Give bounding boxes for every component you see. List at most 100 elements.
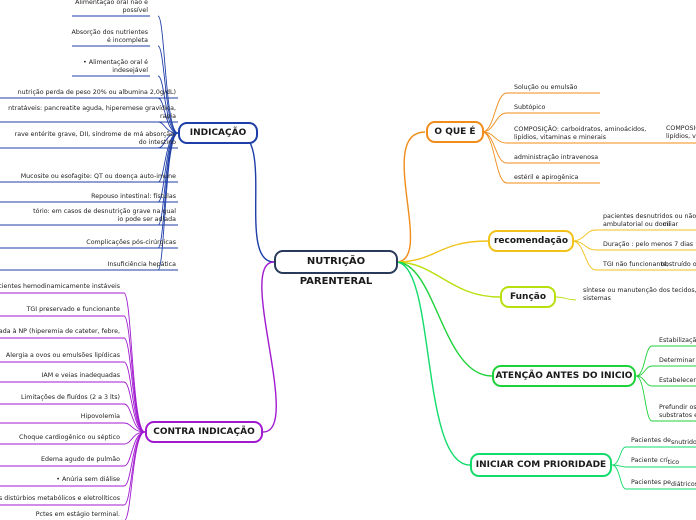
indicacao-leaf[interactable]: Insuficiência hepática <box>108 261 177 269</box>
oque-leaf[interactable]: administração intravenosa <box>514 154 598 162</box>
oque-sub-leaf[interactable]: COMPOSIÇlipídios, vit <box>666 125 696 141</box>
indicacao-leaf[interactable]: Complicações pós-cirúrgicas <box>86 239 176 247</box>
leaf-line: Mucosite ou esofagite: QT ou doença auto… <box>20 173 176 180</box>
leaf-line: do intestino <box>138 139 176 146</box>
leaf-line: possível <box>122 7 148 14</box>
oque-leaf[interactable]: estéril e apirogênica <box>514 174 578 182</box>
leaf-line: Insuficiência hepática <box>107 261 177 268</box>
prioridade-node[interactable]: INICIAR COM PRIORIDADE <box>470 453 612 477</box>
leaf-connector <box>123 315 146 433</box>
indicacao-leaf[interactable]: Repouso intestinal: fístulas <box>91 193 176 201</box>
leaf-line: Complicações pós-cirúrgicas <box>86 239 176 246</box>
leaf-line: Duração : pelo menos 7 dias <box>603 241 694 248</box>
leaf-line: • Alimentação oral é <box>83 59 148 66</box>
indicacao-leaf[interactable]: ntratáveis: pancreatite aguda, hiperemes… <box>8 105 176 121</box>
funcao-node[interactable]: Função <box>500 286 556 308</box>
oque-leaf[interactable]: COMPOSIÇÃO: carboidratos, aminoácidos,li… <box>514 126 646 142</box>
recomendacao-leaf[interactable]: pacientes desnutridos ou não, emambulato… <box>603 213 696 229</box>
leaf-line: • Anúria sem diálise <box>56 476 120 483</box>
contra-leaf[interactable]: ada à NP (hiperemia de cateter, febre, <box>0 328 120 336</box>
leaf-line: Edema agudo de pulmão <box>41 456 120 463</box>
recomendacao-overlap[interactable]: ciliar <box>663 221 678 229</box>
indicacao-node[interactable]: INDICAÇÃO <box>178 122 258 144</box>
leaf-connector <box>555 296 577 301</box>
leaf-connector <box>157 45 179 134</box>
leaf-line: ntratáveis: pancreatite aguda, hiperemes… <box>8 105 176 112</box>
prioridade-leaf[interactable]: Pacientes pediátricos <box>631 479 696 488</box>
contra-leaf[interactable]: acientes hemodinamicamente instáveis <box>0 283 120 291</box>
atencao-node[interactable]: ATENÇÃO ANTES DO INICIO <box>492 365 636 387</box>
indicacao-leaf[interactable]: nutrição perda de peso 20% ou albumina 2… <box>18 89 176 97</box>
leaf-connector <box>571 229 597 242</box>
leaf-connector <box>635 375 653 422</box>
leaf-line: IAM e veias inadequadas <box>41 372 120 379</box>
contra-leaf[interactable]: IAM e veias inadequadas <box>42 372 120 380</box>
atencao-leaf[interactable]: Estabelecer e <box>659 377 696 385</box>
leaf-line-tail: tico <box>667 459 680 466</box>
contra-leaf[interactable]: Edema agudo de pulmão <box>41 456 120 464</box>
prioridade-leaf[interactable]: Pacientes desnutridos <box>631 437 696 446</box>
leaf-line: Estabilização <box>659 337 696 344</box>
leaf-connector <box>157 132 179 271</box>
oque-leaf[interactable]: Solução ou emulsão <box>514 84 577 92</box>
leaf-connector <box>481 112 508 133</box>
contra-leaf[interactable]: TGI preservado e funcionante <box>27 306 120 314</box>
leaf-line: estéril e apirogênica <box>514 174 579 181</box>
leaf-connector <box>611 464 627 490</box>
oque-node[interactable]: O QUE É <box>426 121 484 143</box>
leaf-line: Alimentação oral não é <box>75 0 148 6</box>
leaf-line: substratos e <box>659 412 696 419</box>
leaf-line-tail: diátricos <box>670 481 696 488</box>
leaf-line: Solução ou emulsão <box>514 84 578 91</box>
contra-leaf[interactable]: es distúrbios metabólicos e eletrolítico… <box>0 495 120 503</box>
leaf-line: lipídios, vitaminas e minerais <box>514 134 607 141</box>
branch-line-oque <box>395 131 426 263</box>
indicacao-leaf[interactable]: Mucosite ou esofagite: QT ou doença auto… <box>21 173 176 181</box>
funcao-leaf[interactable]: síntese ou manutenção dos tecidos, órgsi… <box>583 287 696 303</box>
atencao-leaf[interactable]: Determinar o <box>659 357 696 365</box>
leaf-connector <box>123 381 146 433</box>
contra-leaf[interactable]: Hipovolemia <box>81 413 120 421</box>
leaf-connector <box>157 15 179 134</box>
atencao-leaf[interactable]: Estabilização <box>659 337 696 345</box>
leaf-line: TGI não funcionante, <box>603 261 669 268</box>
leaf-line: Absorção dos nutrientes <box>71 29 148 36</box>
indicacao-leaf[interactable]: tório: em casos de desnutrição grave na … <box>33 208 176 224</box>
recomendacao-leaf[interactable]: TGI não funcionante, <box>603 261 669 269</box>
contra-leaf[interactable]: • Anúria sem diálise <box>56 476 120 484</box>
prioridade-leaf[interactable]: Paciente crítico <box>631 457 680 466</box>
leaf-line: obstruído ou <box>661 261 696 268</box>
recomendacao-node[interactable]: recomendação <box>488 230 574 252</box>
leaf-line: Hipovolemia <box>80 413 120 420</box>
branch-line-indicacao <box>235 132 275 263</box>
recomendacao-overlap[interactable]: obstruído ou <box>661 261 696 269</box>
leaf-line: Pctes em estágio terminal. <box>35 511 120 518</box>
leaf-line: Subtópico <box>514 104 546 111</box>
contra-leaf[interactable]: Pctes em estágio terminal. <box>36 511 120 519</box>
leaf-connector <box>635 365 653 377</box>
leaf-line: pacientes desnutridos ou não, em <box>603 213 696 220</box>
contra-node[interactable]: CONTRA INDICAÇÃO <box>145 421 263 443</box>
leaf-connector <box>635 345 653 377</box>
oque-leaf[interactable]: Subtópico <box>514 104 545 112</box>
indicacao-leaf[interactable]: rave entérite grave, DII, síndrome de má… <box>15 131 176 147</box>
leaf-line: es distúrbios metabólicos e eletrolítico… <box>0 495 120 502</box>
leaf-connector <box>123 292 146 433</box>
leaf-connector <box>611 446 627 466</box>
leaf-line: COMPOSIÇÃO: carboidratos, aminoácidos, <box>514 126 647 133</box>
contra-leaf[interactable]: Choque cardiogênico ou séptico <box>19 434 120 442</box>
leaf-line: COMPOSIÇ <box>666 125 696 132</box>
leaf-line: tório: em casos de desnutrição grave na … <box>33 208 176 215</box>
recomendacao-leaf[interactable]: Duração : pelo menos 7 dias <box>603 241 693 249</box>
leaf-connector <box>157 75 179 134</box>
leaf-connector <box>157 132 179 249</box>
center-node[interactable]: NUTRIÇÃO PARENTERAL <box>274 250 398 287</box>
contra-leaf[interactable]: Limitações de fluídos (2 a 3 lts) <box>21 394 120 402</box>
contra-leaf[interactable]: Alergia a ovos ou emulsões lipídicas <box>6 352 120 360</box>
leaf-line: Pacientes de <box>631 437 671 444</box>
leaf-line: Pacientes pe <box>631 479 671 486</box>
